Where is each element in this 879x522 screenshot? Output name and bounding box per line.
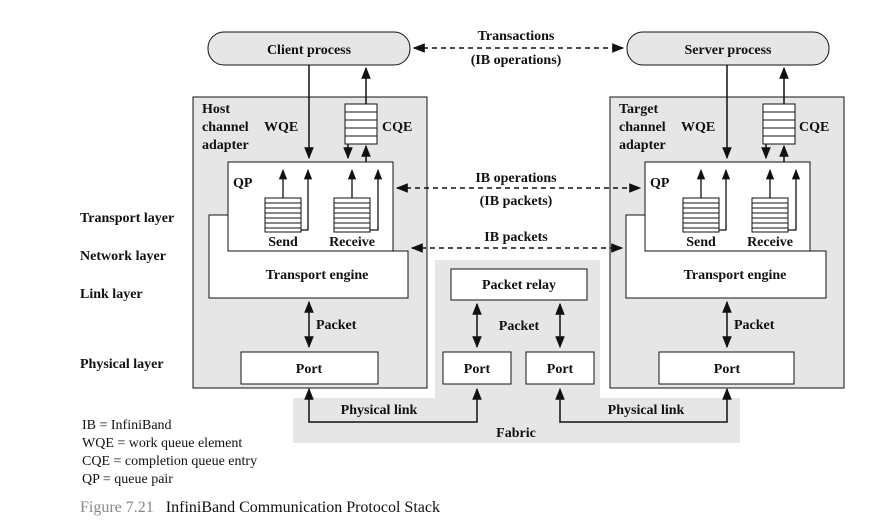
legend-item: CQE = completion queue entry [82,454,258,469]
host-port-label: Port [296,362,323,377]
fabric-right-port-label: Port [547,362,574,377]
fabric-right-port [525,351,595,385]
packet-relay-label: Packet relay [482,278,556,293]
host-packet-label: Packet [316,318,357,333]
packet-relay [450,268,588,301]
physical-layer-label: Physical layer [80,357,164,372]
server-process-label: Server process [685,43,773,58]
fabric-left-port-label: Port [464,362,491,377]
fabric-label: Fabric [496,426,536,441]
legend-item: QP = queue pair [82,472,173,487]
target-send-label: Send [686,235,716,250]
target-wqe-label: WQE [681,120,715,135]
legend: IB = InfiniBand WQE = work queue element… [82,417,257,489]
target-transport-engine-label: Transport engine [684,268,787,283]
network-layer-label: Network layer [80,249,166,264]
transport-layer-label: Transport layer [80,211,174,226]
target-adapter-label-3: adapter [619,138,666,153]
transactions-sub-label: (IB operations) [471,53,562,68]
legend-item: WQE = work queue element [82,436,243,451]
host-send-queue [264,168,313,233]
host-receive-label: Receive [329,235,375,250]
target-receive-queue [751,168,801,233]
host-port [240,351,379,385]
host-adapter-label-2: channel [202,120,249,135]
ib-packets-sub-label: (IB packets) [480,194,553,209]
host-receive-queue [333,168,383,233]
target-cqe-stack [762,103,796,145]
target-receive-label: Receive [747,235,793,250]
fabric-packet-label: Packet [499,319,540,334]
transactions-label: Transactions [478,29,555,44]
ib-packets-label: IB packets [484,230,548,245]
physical-link-right-label: Physical link [608,403,685,418]
physical-link-right [555,387,732,423]
host-transport-engine-label: Transport engine [266,268,369,283]
ib-operations-label: IB operations [475,171,557,186]
target-port [658,351,795,385]
physical-link-left [304,387,482,423]
link-layer-label: Link layer [80,287,143,302]
fabric-left-port [442,351,512,385]
target-cqe-label: CQE [799,120,829,135]
fabric-panel [293,260,740,443]
figure-number: Figure 7.21 [80,499,154,516]
host-send-label: Send [268,235,298,250]
host-cqe-label: CQE [382,120,412,135]
host-cqe-stack [344,103,378,145]
target-adapter-label-2: channel [619,120,666,135]
server-process [626,31,830,66]
host-adapter-label-1: Host [202,102,230,117]
figure-title: InfiniBand Communication Protocol Stack [165,499,440,516]
client-process-label: Client process [267,43,352,58]
target-port-label: Port [714,362,741,377]
target-qp-label: QP [650,176,670,191]
target-adapter-label-1: Target [619,102,658,117]
physical-link-left-label: Physical link [341,403,418,418]
figure-caption: Figure 7.21 InfiniBand Communication Prot… [80,499,440,517]
host-qp-label: QP [233,176,253,191]
legend-item: IB = InfiniBand [82,418,172,433]
target-send-queue [682,168,731,233]
host-adapter-label-3: adapter [202,138,249,153]
target-packet-label: Packet [734,318,775,333]
host-wqe-label: WQE [264,120,298,135]
